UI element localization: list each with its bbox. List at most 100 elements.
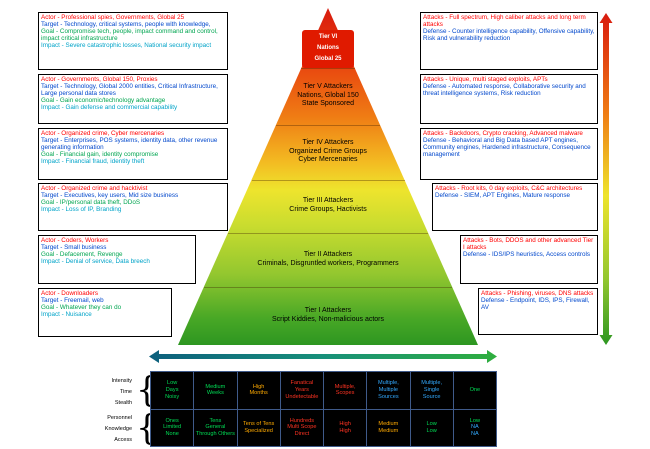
tier-label-line: Global 25 xyxy=(314,56,342,62)
target-text: Target - Small business xyxy=(41,244,107,252)
goal-text: Goal - Compromise tech, people, impact c… xyxy=(41,28,218,43)
impact-text: Impact - Severe catastrophic losses, Nat… xyxy=(41,42,212,50)
tier-label-line: Tier IV Attackers xyxy=(302,139,354,146)
attribute-cell: Multiple,Scopes xyxy=(324,372,367,409)
actor-profile-box: Actor - Governments, Global 150, Proxies… xyxy=(38,74,228,124)
defense-text: Defense - Automated response, Collaborat… xyxy=(423,83,586,98)
actor-text: Actor - Organized crime, Cyber mercenari… xyxy=(41,130,165,137)
attack-defense-box: Attacks - Unique, multi staged exploits,… xyxy=(420,74,598,124)
actor-profile-box: Actor - Coders, Workers Target - Small b… xyxy=(38,235,196,284)
pyramid-tier-1-label: Tier I Attackers Script Kiddies, Non-mal… xyxy=(208,307,448,324)
impact-text: Impact - Financial fraud, identity theft xyxy=(41,158,145,166)
target-text: Target - Technology, critical systems, p… xyxy=(41,21,211,29)
tier-label-line: Tier I Attackers xyxy=(304,307,352,314)
defense-text: Defense - SIEM, APT Engines, Mature resp… xyxy=(435,192,570,200)
row-label: Time xyxy=(119,389,132,395)
goal-text: Goal - IP/personal data theft, DDoS xyxy=(41,199,141,207)
tier-label-line: Nations, Global 150 xyxy=(297,91,359,99)
actor-profile-box: Actor - Downloaders Target - Freemail, w… xyxy=(38,288,172,337)
attack-defense-box: Attacks - Full spectrum, High caliber at… xyxy=(420,12,598,70)
attacks-text: Attacks - Full spectrum, High caliber at… xyxy=(423,14,586,29)
goal-text: Goal - Defacement, Revenge xyxy=(41,251,123,259)
actor-text: Actor - Coders, Workers xyxy=(41,237,109,244)
actor-text: Actor - Organized crime and hacktivist xyxy=(41,185,148,192)
actor-profile-box: Actor - Organized crime, Cyber mercenari… xyxy=(38,128,228,180)
impact-text: Impact - Nuisance xyxy=(41,311,92,319)
tier-label-line: Crime Groups, Hactivists xyxy=(289,205,367,213)
target-text: Target - Freemail, web xyxy=(41,297,104,305)
target-text: Target - Technology, Global 2000 entitie… xyxy=(41,83,218,98)
goal-text: Goal - Gain economic/technology advantag… xyxy=(41,97,166,105)
pyramid-tier-5-label: Tier V Attackers Nations, Global 150 Sta… xyxy=(248,83,408,109)
defense-text: Defense - Behavioral and Big Data based … xyxy=(423,137,591,159)
severity-gradient-arrow-vertical xyxy=(599,13,613,345)
pyramid-tier-2-label: Tier II Attackers Criminals, Disgruntled… xyxy=(218,251,438,268)
tier-divider xyxy=(252,180,405,181)
actor-profile-box: Actor - Professional spies, Governments,… xyxy=(38,12,228,70)
row-label: Knowledge xyxy=(104,426,132,432)
tier-label-line: Cyber Mercenaries xyxy=(298,156,358,164)
row-label: Access xyxy=(114,437,132,443)
target-text: Target - Enterprises, POS systems, ident… xyxy=(41,137,218,152)
tier-label-line: Nations xyxy=(316,45,339,51)
tier-label-line: Script Kiddies, Non-malicious actors xyxy=(271,315,385,323)
actor-text: Actor - Governments, Global 150, Proxies xyxy=(41,76,158,83)
attacks-text: Attacks - Unique, multi staged exploits,… xyxy=(423,76,548,83)
tier-label-line: Tier III Attackers xyxy=(302,197,354,204)
pyramid-tier-3-label: Tier III Attackers Crime Groups, Hactivi… xyxy=(228,197,428,214)
tier-label-line: Tier VI xyxy=(318,34,338,40)
defense-text: Defense - Counter intelligence capabilit… xyxy=(423,28,595,43)
row-label: Personnel xyxy=(107,415,132,421)
impact-text: Impact - Loss of IP, Branding xyxy=(41,206,122,214)
pyramid-tier-4-label: Tier IV Attackers Organized Crime Groups… xyxy=(238,139,418,165)
tier-divider xyxy=(276,125,380,126)
tier-label-line: State Sponsored xyxy=(301,100,355,108)
attacks-text: Attacks - Phishing, viruses, DNS attacks xyxy=(481,290,594,297)
impact-text: Impact - Gain defense and commercial cap… xyxy=(41,104,178,112)
actor-text: Actor - Downloaders xyxy=(41,290,99,297)
target-text: Target - Executives, key users, Mid size… xyxy=(41,192,179,200)
goal-text: Goal - Financial gain, identity compromi… xyxy=(41,151,159,159)
attacks-text: Attacks - Backdoors, Crypto cracking, Ad… xyxy=(423,130,583,137)
attribute-cell: One xyxy=(453,372,496,409)
defense-text: Defense - IDS/IPS heuristics, Access con… xyxy=(463,251,591,259)
attack-defense-box: Attacks - Backdoors, Crypto cracking, Ad… xyxy=(420,128,598,180)
row-label: Stealth xyxy=(114,400,132,406)
tier-label-line: Tier II Attackers xyxy=(303,251,353,258)
tier-label-line: Tier V Attackers xyxy=(303,83,353,90)
impact-text: Impact - Denial of service, Data breech xyxy=(41,258,150,266)
tier-divider xyxy=(204,287,452,288)
actor-text: Actor - Professional spies, Governments,… xyxy=(41,14,185,21)
attacks-text: Attacks - Root kits, 0 day exploits, C&C… xyxy=(435,185,583,192)
tier-6-tip-box: Tier VI Nations Global 25 xyxy=(302,30,354,68)
capability-gradient-arrow-horizontal xyxy=(149,350,497,363)
attack-defense-box: Attacks - Bots, DDOS and other advanced … xyxy=(460,235,598,284)
tier-divider xyxy=(301,68,355,69)
row-label: Intensity xyxy=(111,378,132,384)
attack-defense-box: Attacks - Root kits, 0 day exploits, C&C… xyxy=(432,183,598,231)
tier-label-line: Criminals, Disgruntled workers, Programm… xyxy=(257,259,399,267)
goal-text: Goal - Whatever they can do xyxy=(41,304,122,312)
actor-profile-box: Actor - Organized crime and hacktivist T… xyxy=(38,183,228,231)
defense-text: Defense - Endpoint, IDS, IPS, Firewall, … xyxy=(481,297,590,312)
